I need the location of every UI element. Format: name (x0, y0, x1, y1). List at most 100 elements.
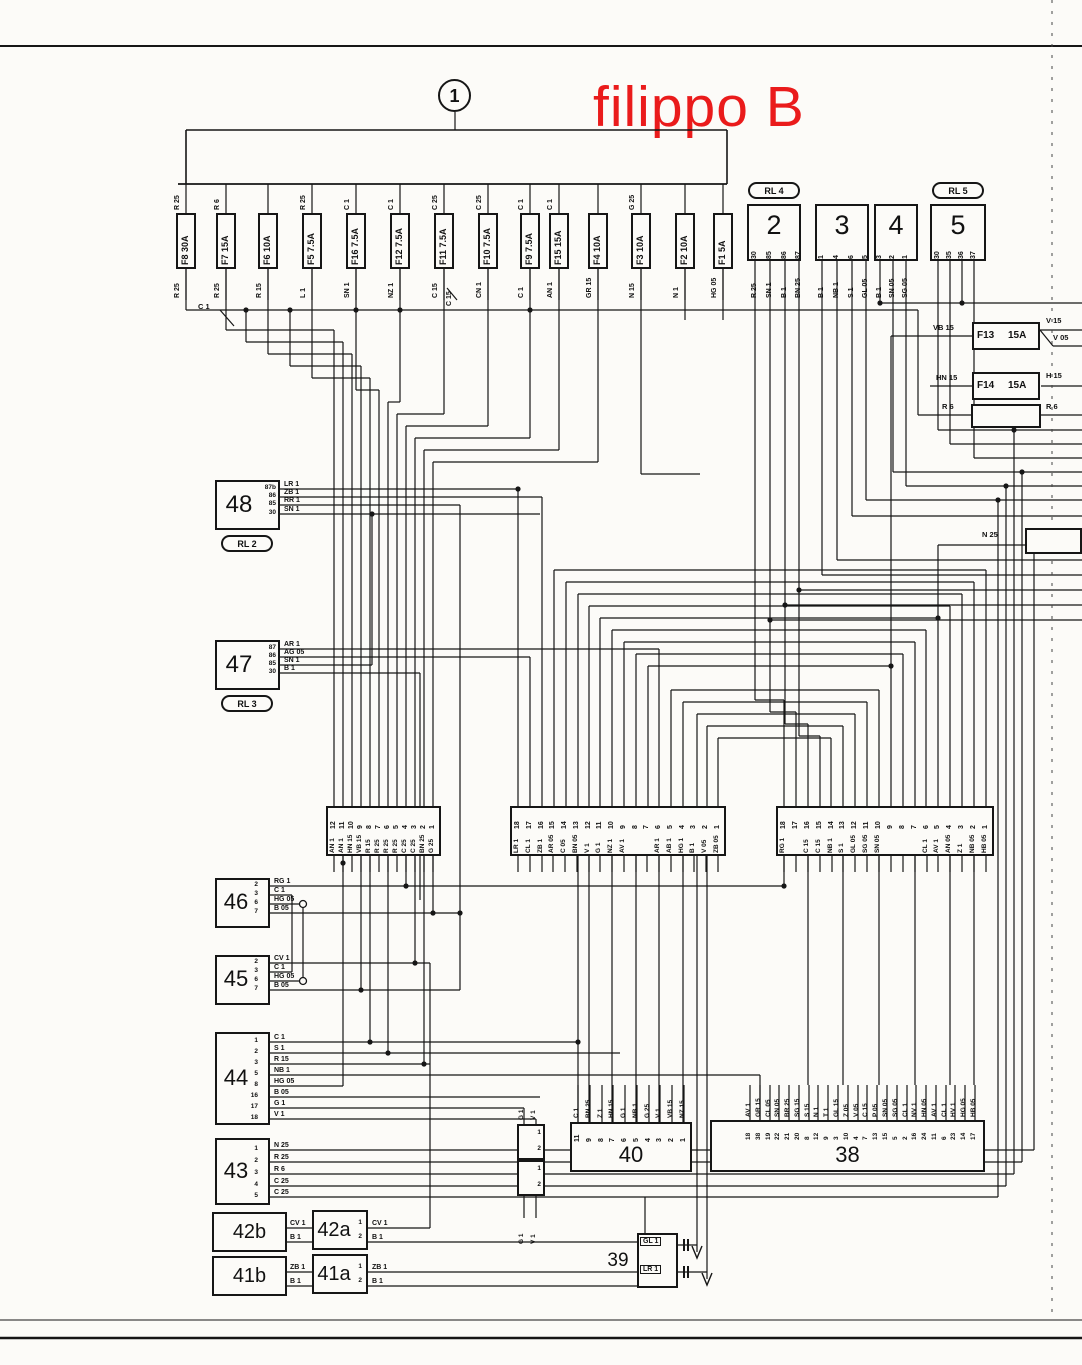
fuse-F13 (972, 322, 1040, 350)
connector-box-38 (710, 1120, 985, 1172)
small-connector-top (517, 1124, 545, 1160)
box38-pin: 8 (804, 1136, 811, 1140)
strip-A-pin: 8 (366, 825, 373, 829)
wire-label: V 1 (530, 1110, 537, 1120)
callout-circle-1: 1 (438, 79, 471, 112)
fuse-unlabeled (971, 404, 1041, 428)
connector-strip-A (326, 806, 441, 856)
connector-42a-pin: 1 (358, 1219, 362, 1226)
wire-label: G 1 (595, 842, 602, 853)
handwritten-annotation: filippo B (593, 75, 805, 139)
connector-44-pin: 8 (254, 1081, 258, 1088)
wire-label: HB 05 (981, 834, 988, 853)
wire-label: V 05 (853, 1103, 860, 1117)
strip-A-pin: 6 (384, 825, 391, 829)
wire-label: C 1 (388, 199, 395, 210)
wire-label: CL 1 (525, 839, 532, 853)
relay-3-pin: 4 (833, 255, 840, 259)
relay-4-pin: 1 (902, 255, 909, 259)
relay-2-pin: 85 (766, 251, 773, 259)
wire-label: BN 25 (419, 834, 426, 853)
wire-label: G 1 (274, 1100, 286, 1107)
wire-label: Z 1 (957, 843, 964, 853)
strip-A-pin: 1 (429, 825, 436, 829)
wire-label: HG 05 (711, 277, 718, 298)
connector-45-pin: 6 (254, 976, 258, 983)
wire-label: ZB 1 (537, 838, 544, 853)
wire-label: B 1 (290, 1234, 301, 1241)
box40-pin: 1 (680, 1138, 687, 1142)
strip-C-pin: 3 (958, 825, 965, 829)
strip-A-pin: 3 (411, 825, 418, 829)
box38-pin: 7 (862, 1136, 869, 1140)
wire-label: C 15 (446, 291, 453, 306)
box38-pin: 11 (931, 1133, 938, 1140)
fuse-F14 (972, 372, 1040, 400)
relay-number-4: 4 (888, 210, 904, 240)
wire-label: HG 05 (274, 896, 295, 903)
relay-box-3 (815, 204, 869, 261)
wire-label: BN 25 (795, 278, 802, 298)
wire-label: B 1 (689, 842, 696, 853)
box40-pin: 5 (633, 1138, 640, 1142)
relay-48-pin: 87b (264, 484, 276, 491)
wire-label: V 1 (584, 843, 591, 853)
wire-label: NZ 1 (607, 838, 614, 853)
wire-label: T 1 (823, 1107, 830, 1117)
wire-label: CL 1 (902, 1103, 909, 1117)
fuse-F7 (216, 213, 236, 269)
wire-label: VB 15 (933, 323, 954, 332)
wire-label: AV 1 (619, 839, 626, 853)
wire-label: C 15 (432, 283, 439, 298)
wire-label: C 25 (274, 1189, 289, 1196)
wire-label: R 6 (274, 1166, 285, 1173)
wire-label: CN 1 (476, 282, 483, 298)
connector-41a-pin: 2 (358, 1277, 362, 1284)
wire-label: AV 1 (745, 1103, 752, 1117)
wire-label: V 1 (530, 1234, 537, 1244)
wire-label: HG 1 (678, 837, 685, 853)
fuse-amp-F14: 15A (1008, 380, 1027, 391)
connector-box-41a (312, 1254, 368, 1294)
wire-label: NZ 15 (679, 1100, 686, 1118)
wire-label: C 1 (518, 199, 525, 210)
relay-tag-rl4: RL 4 (748, 182, 800, 199)
box40-pin: 11 (574, 1134, 581, 1142)
wire-label: BR 25 (784, 1098, 791, 1117)
wire-label: V 05 (701, 839, 708, 853)
small-connector-pin: 1 (537, 1129, 541, 1136)
strip-B-pin: 2 (702, 825, 709, 829)
wire-label: VB 15 (667, 1099, 674, 1118)
fuse-F12 (390, 213, 410, 269)
box40-pin: 8 (598, 1138, 605, 1142)
box40-pin: 7 (609, 1138, 616, 1142)
connector-number-42a: 42a (317, 1219, 351, 1241)
connector-44-pin: 2 (254, 1048, 258, 1055)
wire-label: R 15 (365, 839, 372, 853)
wire-label: LR 1 (513, 838, 520, 853)
relay-48-pin: 86 (268, 492, 276, 499)
box38-pin: 16 (911, 1132, 918, 1140)
strip-B-pin: 18 (514, 821, 521, 829)
wire-label: HN 15 (936, 373, 958, 382)
fuse-F9 (520, 213, 540, 269)
wire-label: AR 1 (284, 641, 300, 648)
strip-B-pin: 5 (667, 825, 674, 829)
wire-label: B 1 (284, 665, 295, 672)
box38-pin: 24 (921, 1132, 928, 1140)
connector-box-43 (215, 1138, 270, 1205)
wire-label: S 1 (838, 843, 845, 853)
box38-pin: 9 (823, 1136, 830, 1140)
fuse-label-F15: F15 15A (553, 230, 563, 265)
box40-pin: 4 (645, 1138, 652, 1142)
relay-box-48 (215, 480, 280, 530)
strip-C-pin: 18 (780, 821, 787, 829)
fuse-label-F10: F10 7.5A (482, 227, 492, 265)
wire-label: B 05 (274, 905, 289, 912)
connector-44-pin: 16 (250, 1092, 258, 1099)
wire-label: CL 1 (922, 839, 929, 853)
wire-label: N 25 (274, 1142, 289, 1149)
wire-label: NB 1 (274, 1067, 290, 1074)
wire-label: Z 05 (843, 1103, 850, 1117)
wire-label: ZB 1 (290, 1264, 306, 1271)
